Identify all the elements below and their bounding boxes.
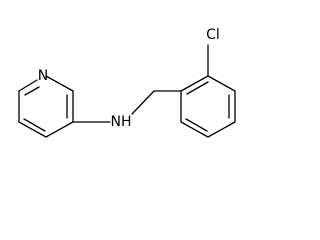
atom-label-nh: NH xyxy=(111,114,132,130)
benzene-ring xyxy=(180,75,236,138)
bond-c4-c5 xyxy=(18,121,47,138)
bond-b5-b6 xyxy=(180,121,209,138)
pyridine-ring xyxy=(18,75,74,138)
bond-c4-c5-inner xyxy=(23,118,46,132)
bond-c3-c4 xyxy=(45,121,74,138)
bond-b1-b2 xyxy=(180,75,209,92)
atom-label-n: N xyxy=(38,68,48,84)
molecule-structure: Cl N NH xyxy=(18,27,236,138)
atom-label-cl: Cl xyxy=(206,27,220,43)
bond-b1-b2-inner xyxy=(186,81,209,95)
bond-b4-b5 xyxy=(207,121,236,138)
bond-n-c2 xyxy=(45,75,74,92)
bond-c6-n-inner xyxy=(24,86,40,96)
bond-b5-b6-inner xyxy=(185,118,208,132)
bond-b2-b3 xyxy=(207,75,236,92)
bond-c6-n xyxy=(18,79,38,92)
bond-nh-ch2 xyxy=(131,90,155,115)
